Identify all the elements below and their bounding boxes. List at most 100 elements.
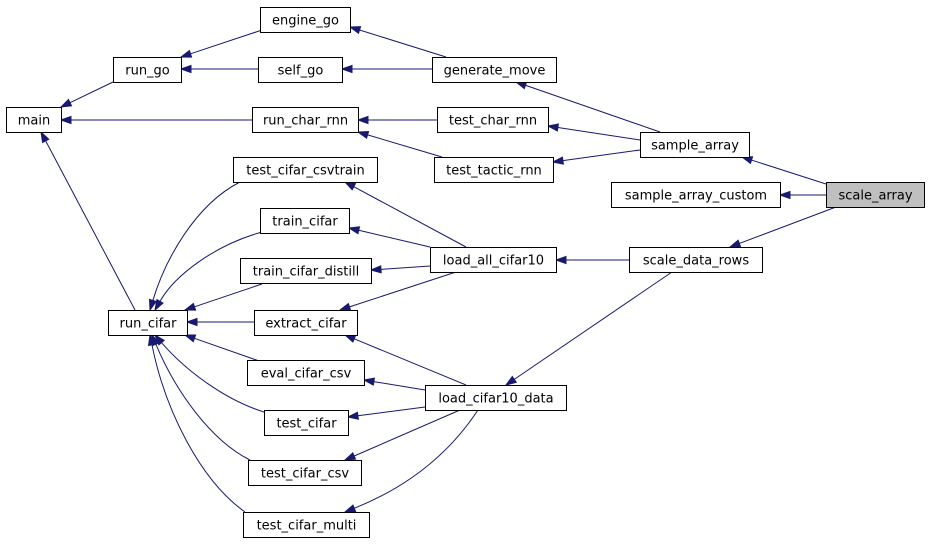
- node-box: [826, 182, 925, 208]
- node-box: [437, 107, 549, 133]
- edge-test_cifar_multi-to-load_cifar10_data: [343, 409, 479, 513]
- node-eval-cifar-csv[interactable]: eval_cifar_csv: [247, 360, 365, 386]
- edge-main-to-run_cifar: [40, 130, 136, 311]
- edge-sample_array-to-scale_array: [740, 156, 827, 185]
- node-label: run_cifar: [120, 317, 178, 332]
- edge-test_tactic_rnn-to-sample_array: [551, 149, 641, 165]
- edge-test_cifar_csv-to-load_cifar10_data: [343, 409, 461, 461]
- node-label: generate_move: [444, 64, 546, 79]
- edge-train_cifar_distill-to-load_all_cifar10: [369, 265, 431, 274]
- edge-layer: [40, 26, 837, 513]
- edge-train_cifar-to-load_all_cifar10: [347, 226, 431, 248]
- edge-eval_cifar_csv-to-load_cifar10_data: [362, 377, 426, 391]
- node-box: [432, 57, 557, 83]
- node-train-cifar-distill[interactable]: train_cifar_distill: [240, 258, 372, 284]
- edge-test_cifar_csvtrain-to-load_all_cifar10: [343, 181, 467, 248]
- node-label: scale_array: [838, 189, 912, 204]
- edge-run_cifar-to-extract_cifar: [185, 317, 254, 327]
- node-run-char-rnn[interactable]: run_char_rnn: [252, 107, 359, 133]
- node-box: [252, 107, 359, 133]
- node-box: [247, 360, 365, 386]
- node-label: test_cifar_csvtrain: [246, 164, 365, 179]
- node-label: engine_go: [272, 14, 339, 29]
- node-load-cifar10-data[interactable]: load_cifar10_data: [425, 385, 567, 411]
- node-label: sample_array: [651, 139, 739, 154]
- edge-run_cifar-to-test_cifar_multi: [147, 333, 246, 513]
- node-label: test_cifar_multi: [257, 519, 357, 534]
- node-test-cifar-multi[interactable]: test_cifar_multi: [243, 512, 370, 538]
- node-engine-go[interactable]: engine_go: [260, 7, 351, 33]
- node-label: test_cifar: [276, 417, 337, 432]
- node-label: extract_cifar: [265, 317, 347, 332]
- node-load-all-cifar10[interactable]: load_all_cifar10: [430, 247, 557, 273]
- edge-self_go-to-generate_move: [340, 64, 432, 74]
- node-scale-array[interactable]: scale_array: [826, 182, 925, 208]
- node-label: run_char_rnn: [263, 114, 348, 129]
- node-train-cifar[interactable]: train_cifar: [260, 208, 350, 234]
- node-box: [430, 247, 557, 273]
- edge-main-to-run_go: [59, 81, 114, 108]
- node-label: main: [18, 114, 50, 129]
- node-box: [240, 258, 372, 284]
- edge-run_char_rnn-to-test_char_rnn: [356, 115, 437, 125]
- node-test-char-rnn[interactable]: test_char_rnn: [437, 107, 549, 133]
- edge-test_cifar-to-load_cifar10_data: [346, 406, 426, 420]
- node-extract-cifar[interactable]: extract_cifar: [254, 310, 358, 336]
- edge-sample_array_custom-to-scale_array: [778, 190, 826, 200]
- node-box: [243, 512, 370, 538]
- node-label: scale_data_rows: [643, 254, 749, 269]
- node-run-go[interactable]: run_go: [113, 57, 182, 83]
- node-test-tactic-rnn[interactable]: test_tactic_rnn: [434, 157, 554, 183]
- node-label: test_char_rnn: [449, 114, 537, 129]
- node-test-cifar-csv[interactable]: test_cifar_csv: [248, 460, 362, 486]
- edge-run_cifar-to-train_cifar: [154, 231, 263, 312]
- node-main[interactable]: main: [6, 107, 62, 133]
- node-box: [260, 208, 350, 234]
- node-box: [629, 247, 763, 273]
- node-label: load_all_cifar10: [443, 254, 544, 269]
- edge-run_cifar-to-test_cifar_csvtrain: [148, 181, 241, 312]
- node-label: train_cifar: [272, 215, 338, 230]
- node-sample-array[interactable]: sample_array: [640, 132, 750, 158]
- node-box: [640, 132, 750, 158]
- node-box: [113, 57, 182, 83]
- node-label: load_cifar10_data: [438, 392, 553, 407]
- edge-run_char_rnn-to-test_tactic_rnn: [356, 130, 443, 158]
- node-label: run_go: [125, 64, 170, 79]
- edge-test_char_rnn-to-sample_array: [546, 123, 641, 141]
- edge-run_cifar-to-train_cifar_distill: [183, 283, 263, 311]
- node-test-cifar-csvtrain[interactable]: test_cifar_csvtrain: [233, 157, 378, 183]
- node-layer: main run_go engine_go self_go generate_mover…: [6, 7, 925, 538]
- node-run-cifar[interactable]: run_cifar: [108, 310, 188, 336]
- node-box: [254, 310, 358, 336]
- node-scale-data-rows[interactable]: scale_data_rows: [629, 247, 763, 273]
- edge-engine_go-to-generate_move: [348, 26, 447, 58]
- node-label: sample_array_custom: [625, 189, 767, 204]
- node-box: [6, 107, 62, 133]
- node-box: [248, 460, 362, 486]
- node-box: [260, 7, 351, 33]
- node-box: [611, 182, 781, 208]
- node-box: [233, 157, 378, 183]
- edge-run_go-to-self_go: [179, 64, 258, 74]
- node-box: [425, 385, 567, 411]
- node-box: [258, 57, 343, 83]
- node-label: eval_cifar_csv: [261, 367, 352, 382]
- node-label: self_go: [278, 64, 324, 79]
- edge-load_all_cifar10-to-scale_data_rows: [554, 255, 629, 265]
- node-label: test_tactic_rnn: [446, 164, 542, 179]
- node-test-cifar[interactable]: test_cifar: [264, 410, 349, 436]
- node-generate-move[interactable]: generate_move: [432, 57, 557, 83]
- edge-main-to-run_char_rnn: [59, 115, 252, 125]
- node-box: [264, 410, 349, 436]
- edge-scale_data_rows-to-scale_array: [728, 206, 837, 248]
- node-box: [108, 310, 188, 336]
- node-self-go[interactable]: self_go: [258, 57, 343, 83]
- edge-run_go-to-engine_go: [179, 29, 263, 58]
- node-sample-array-custom[interactable]: sample_array_custom: [611, 182, 781, 208]
- edge-load_cifar10_data-to-scale_data_rows: [504, 271, 673, 386]
- node-label: test_cifar_csv: [261, 467, 350, 482]
- node-box: [434, 157, 554, 183]
- node-label: train_cifar_distill: [253, 265, 359, 280]
